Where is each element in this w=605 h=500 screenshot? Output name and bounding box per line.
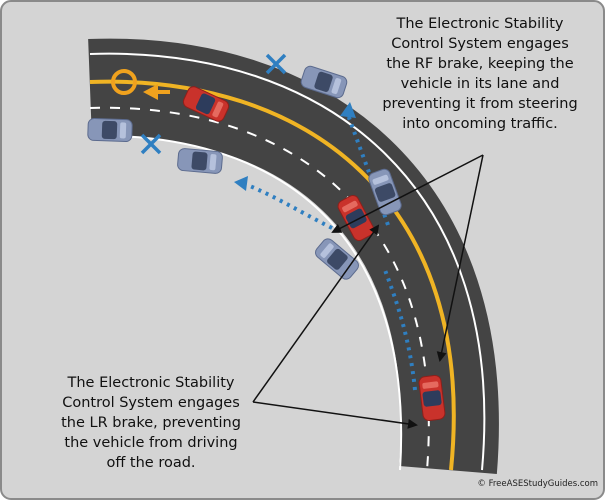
- path-approach: [383, 269, 417, 391]
- callout-rf-line: The Electronic Stability: [396, 16, 564, 32]
- callout-rf-line: preventing it from steering: [382, 96, 578, 112]
- road-edge-outer: [89, 52, 486, 471]
- center-line: [89, 79, 456, 471]
- path-oncoming-arrowhead: [340, 102, 356, 118]
- callout-rf-brake: The Electronic Stability Control System …: [380, 14, 580, 134]
- grey-car-left-edge: [87, 117, 133, 143]
- callout-rf-line: vehicle in its lane and: [400, 76, 560, 92]
- callout-lr-line: the LR brake, preventing: [61, 415, 241, 431]
- red-car-entry: [417, 374, 447, 422]
- callout-lr-line: off the road.: [106, 455, 196, 471]
- ok-marker-circle: [111, 69, 137, 95]
- path-oncoming-traffic: [346, 114, 390, 226]
- desired-path-arrowhead: [143, 84, 158, 100]
- blocked-marker-left: [140, 133, 162, 155]
- road-edge-inner: [89, 134, 403, 471]
- grey-car-off-road: [176, 147, 224, 175]
- lane-divider-dashed: [89, 106, 430, 471]
- copyright-credit: © FreeASEStudyGuides.com: [477, 479, 598, 489]
- path-off-road: [244, 182, 333, 230]
- callout-lr-line: Control System engages: [62, 395, 240, 411]
- leader-lines-lr: [252, 224, 418, 429]
- callout-rf-line: Control System engages: [391, 36, 569, 52]
- callout-lr-line: The Electronic Stability: [67, 375, 235, 391]
- blocked-marker-top: [265, 53, 287, 75]
- path-off-road-arrowhead: [234, 176, 248, 191]
- callout-rf-line: into oncoming traffic.: [402, 116, 558, 132]
- callout-lr-brake: The Electronic Stability Control System …: [46, 373, 256, 473]
- leader-lines-rf: [331, 154, 484, 362]
- road: [88, 38, 499, 474]
- callout-lr-line: the vehicle from driving: [64, 435, 238, 451]
- callout-rf-line: the RF brake, keeping the: [386, 56, 574, 72]
